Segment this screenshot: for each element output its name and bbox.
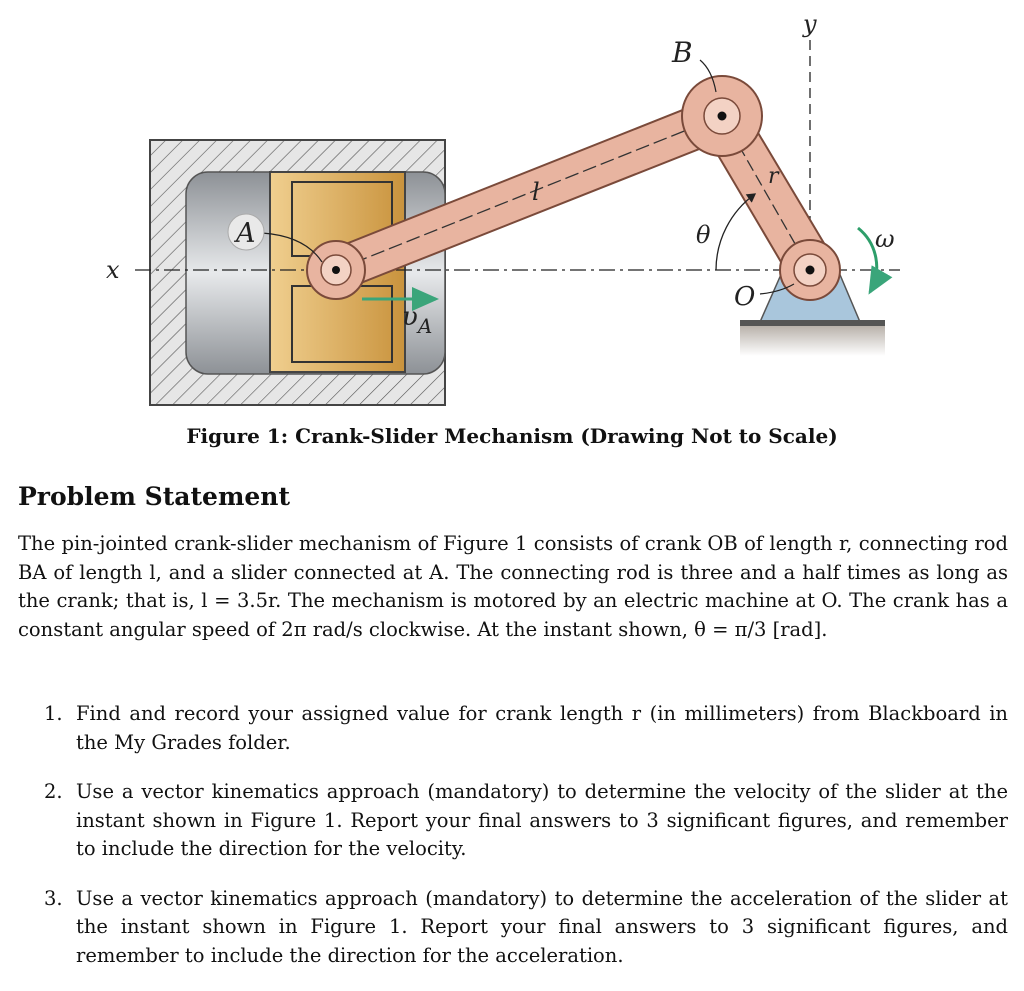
joint-A <box>306 240 366 300</box>
label-O: O <box>734 282 755 312</box>
label-omega: ω <box>875 225 895 253</box>
omega-arrow <box>857 226 893 295</box>
task-text: Find and record your assigned value for … <box>76 702 1008 754</box>
figure-caption: Figure 1: Crank-Slider Mechanism (Drawin… <box>186 424 838 448</box>
leader-B <box>699 59 717 93</box>
task-item: 3. Use a vector kinematics approach (man… <box>44 885 1008 971</box>
task-text: Use a vector kinematics approach (mandat… <box>76 886 1008 967</box>
task-item: 1. Find and record your assigned value f… <box>44 700 1008 757</box>
joint-O <box>779 239 841 301</box>
label-r: r <box>768 164 780 189</box>
task-number: 2. <box>44 780 63 803</box>
label-y: y <box>802 10 817 38</box>
task-list: 1. Find and record your assigned value f… <box>44 700 1008 991</box>
label-theta: θ <box>696 221 711 249</box>
label-A: A <box>233 218 256 249</box>
label-B: B <box>671 36 693 69</box>
section-title: Problem Statement <box>18 482 291 511</box>
joint-B <box>681 75 763 157</box>
task-number: 3. <box>44 886 63 910</box>
crank-slider-figure: A B O x y l r θ ω υA <box>106 10 900 406</box>
leader-A <box>261 232 323 263</box>
task-number: 1. <box>44 702 63 725</box>
task-text: Use a vector kinematics approach (mandat… <box>76 780 1008 860</box>
task-item: 2. Use a vector kinematics approach (man… <box>44 778 1008 864</box>
label-l: l <box>532 178 540 206</box>
theta-arc <box>715 193 757 271</box>
label-vA: υA <box>402 302 432 338</box>
problem-statement: The pin-jointed crank-slider mechanism o… <box>18 532 1008 641</box>
label-A-badge <box>227 213 265 251</box>
label-x: x <box>106 256 120 284</box>
leader-O <box>759 283 795 295</box>
